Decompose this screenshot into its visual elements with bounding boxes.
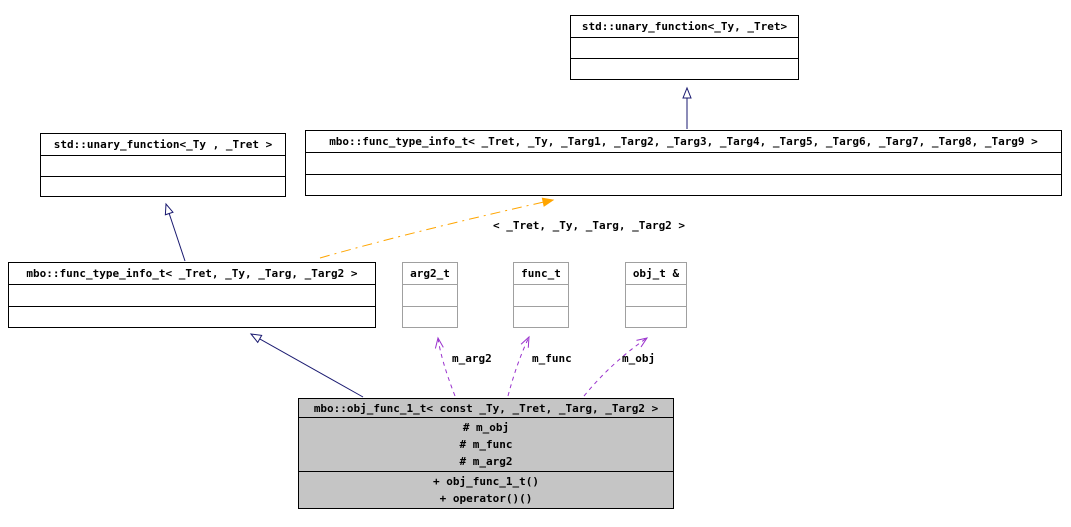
usage-arrow-m-func — [507, 335, 530, 397]
class-node-obj-t-ref: obj_t & — [625, 262, 687, 328]
class-node-func-type-info-full[interactable]: mbo::func_type_info_t< _Tret, _Ty, _Targ… — [305, 130, 1062, 196]
class-node-obj-func-1-t[interactable]: mbo::obj_func_1_t< const _Ty, _Tret, _Ta… — [298, 398, 674, 509]
class-node-arg2-t: arg2_t — [402, 262, 458, 328]
fields-compartment — [626, 285, 686, 307]
methods-compartment — [41, 177, 285, 197]
fields-compartment: # m_obj # m_func # m_arg2 — [299, 418, 673, 472]
class-title: std::unary_function<_Ty, _Tret> — [571, 16, 798, 38]
class-title: arg2_t — [403, 263, 457, 285]
fields-compartment — [41, 156, 285, 177]
method-operator-call: + operator()() — [439, 492, 533, 505]
fields-compartment — [306, 153, 1061, 175]
methods-compartment: + obj_func_1_t() + operator()() — [299, 472, 673, 508]
class-node-std-unary-function-left[interactable]: std::unary_function<_Ty , _Tret > — [40, 133, 286, 197]
methods-compartment — [9, 307, 375, 328]
class-node-std-unary-function-top[interactable]: std::unary_function<_Ty, _Tret> — [570, 15, 799, 80]
inheritance-arrow-objfunc-to-functypeinfo — [249, 333, 364, 398]
field-m-arg2: # m_arg2 — [459, 455, 513, 468]
usage-arrow-m-obj — [583, 337, 649, 397]
field-m-func: # m_func — [459, 438, 513, 451]
usage-edge-label-m-obj: m_obj — [622, 352, 656, 365]
fields-compartment — [403, 285, 457, 307]
class-node-func-type-info[interactable]: mbo::func_type_info_t< _Tret, _Ty, _Targ… — [8, 262, 376, 328]
usage-edge-label-m-func: m_func — [532, 352, 572, 365]
class-title: func_t — [514, 263, 568, 285]
methods-compartment — [306, 175, 1061, 196]
field-m-obj: # m_obj — [462, 421, 510, 434]
fields-compartment — [514, 285, 568, 307]
methods-compartment — [571, 59, 798, 79]
methods-compartment — [403, 307, 457, 328]
class-title: mbo::func_type_info_t< _Tret, _Ty, _Targ… — [306, 131, 1061, 153]
template-args-edge-label: < _Tret, _Ty, _Targ, _Targ2 > — [493, 219, 686, 232]
class-title: mbo::obj_func_1_t< const _Ty, _Tret, _Ta… — [299, 399, 673, 418]
methods-compartment — [514, 307, 568, 328]
class-title: std::unary_function<_Ty , _Tret > — [41, 134, 285, 156]
usage-edge-label-m-arg2: m_arg2 — [452, 352, 492, 365]
class-title: mbo::func_type_info_t< _Tret, _Ty, _Targ… — [9, 263, 375, 285]
fields-compartment — [571, 38, 798, 59]
method-constructor: + obj_func_1_t() — [433, 475, 539, 488]
inheritance-arrow-functypeinfo-to-unary — [164, 202, 186, 262]
usage-arrow-m-arg2 — [434, 336, 456, 397]
class-title: obj_t & — [626, 263, 686, 285]
class-node-func-t: func_t — [513, 262, 569, 328]
methods-compartment — [626, 307, 686, 328]
fields-compartment — [9, 285, 375, 307]
